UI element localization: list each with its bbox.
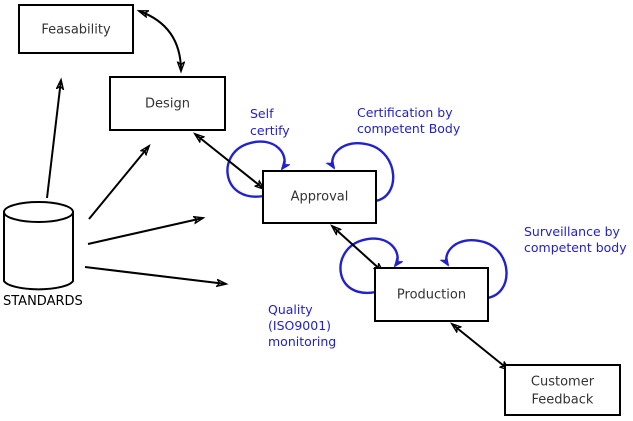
node-feasability[interactable]: Feasability (18, 4, 134, 54)
annotation-self-certify-line1: Self (250, 106, 274, 121)
annotation-quality-iso9001-monitoring: Quality (ISO9001) monitoring (268, 302, 336, 349)
annotation-certification-by-competent-body: Certification by competent Body (357, 105, 461, 136)
annotation-quality-line3: monitoring (268, 334, 336, 349)
data-store-label: STANDARDS (3, 294, 83, 309)
annotation-surveillance-line1: Surveillance by (524, 224, 621, 239)
node-production-label: Production (397, 288, 466, 303)
node-approval[interactable]: Approval (262, 170, 377, 224)
node-production[interactable]: Production (374, 267, 489, 322)
connection-feasability-design (139, 10, 181, 71)
annotation-certification-line1: Certification by (357, 105, 453, 120)
data-store-standards[interactable]: STANDARDS (3, 201, 83, 309)
node-customer-feedback-label-line2: Feedback (532, 393, 594, 408)
node-customer-feedback-label-line1: Customer (531, 375, 595, 390)
connection-approval-production (332, 226, 383, 272)
connection-standards-design (88, 146, 149, 220)
connection-production-customer-feedback (452, 324, 509, 370)
annotation-surveillance-line2: competent body (524, 240, 627, 255)
connection-standards-lower (84, 266, 226, 284)
annotation-self-certify-line2: certify (250, 123, 290, 138)
annotation-self-certify: Self certify (250, 106, 290, 138)
node-feasability-label: Feasability (41, 23, 111, 38)
self-loop-approval-right (332, 142, 395, 203)
connection-standards-feasability (46, 80, 61, 199)
annotation-certification-line2: competent Body (357, 121, 461, 136)
annotation-quality-line1: Quality (268, 302, 313, 317)
self-loop-production-right (446, 239, 508, 300)
node-customer-feedback[interactable]: Customer Feedback (504, 364, 621, 416)
annotation-quality-line2: (ISO9001) (268, 318, 331, 333)
node-design[interactable]: Design (109, 76, 226, 131)
connection-standards-approval-mid (87, 218, 203, 245)
node-approval-label: Approval (291, 190, 349, 205)
node-design-label: Design (145, 97, 190, 112)
annotation-surveillance-by-competent-body: Surveillance by competent body (524, 224, 627, 255)
connection-design-approval (195, 134, 264, 189)
